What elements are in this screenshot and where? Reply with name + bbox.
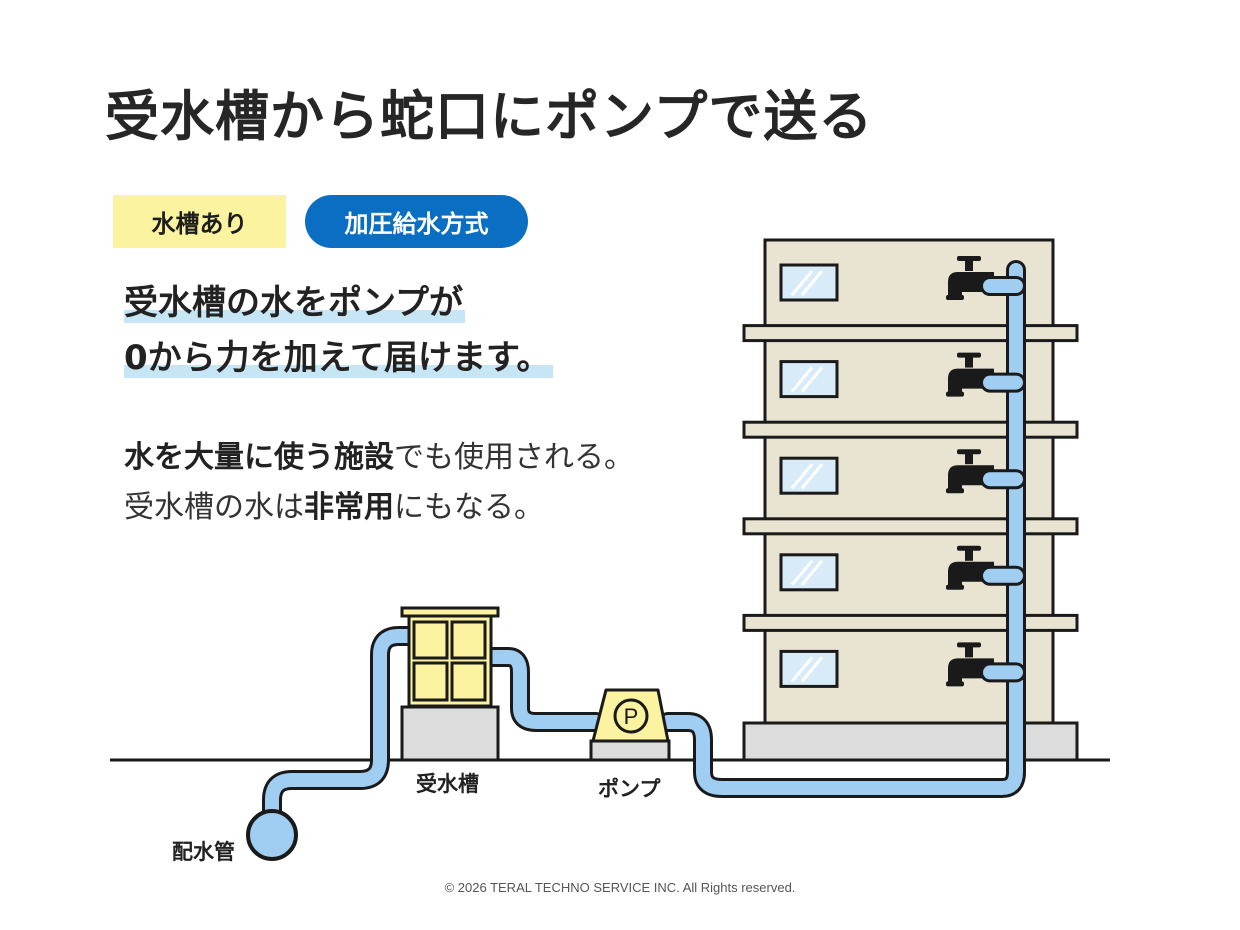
tag-with-tank: 水槽あり xyxy=(113,195,286,248)
water-main-label: 配水管 xyxy=(172,840,235,864)
body-line-1-bold: 水を大量に使う施設 xyxy=(124,440,394,475)
building-base xyxy=(742,721,1079,762)
tag-pressurized-supply: 加圧給水方式 xyxy=(305,195,528,248)
pipe-icon xyxy=(262,260,1026,840)
copyright: © 2026 TERAL TECHNO SERVICE INC. All Rig… xyxy=(444,880,796,895)
lead-line-1-text: 受水槽の水をポンプが xyxy=(124,283,465,323)
body-line-2-post: にもなる。 xyxy=(394,490,544,525)
pump-symbol: P xyxy=(624,704,639,729)
lead-line-1: 受水槽の水をポンプが xyxy=(124,281,465,325)
body-line-2: 受水槽の水は非常用にもなる。 xyxy=(124,488,544,528)
tank-icon xyxy=(400,606,500,762)
body-line-1-rest: でも使用される。 xyxy=(394,440,634,475)
window-icon xyxy=(779,263,839,302)
body-line-2-pre: 受水槽の水は xyxy=(124,490,304,525)
lead-line-2: 0から力を加えて届けます。 xyxy=(124,336,553,380)
floor-slab xyxy=(742,420,1079,439)
body-line-1: 水を大量に使う施設でも使用される。 xyxy=(124,438,634,478)
floor-slab xyxy=(742,517,1079,536)
window-icon xyxy=(779,456,839,495)
window-icon xyxy=(779,649,839,688)
building xyxy=(742,238,1079,762)
water-main-icon xyxy=(246,809,298,861)
floor-slab xyxy=(742,613,1079,632)
window-icon xyxy=(779,360,839,399)
floor-slab xyxy=(742,324,1079,343)
pump-icon: P xyxy=(589,688,671,762)
body-line-2-bold: 非常用 xyxy=(304,490,394,525)
page-title: 受水槽から蛇口にポンプで送る xyxy=(105,85,874,148)
receiving-tank-label: 受水槽 xyxy=(416,772,479,796)
window-icon xyxy=(779,553,839,592)
pump-label: ポンプ xyxy=(598,777,661,801)
lead-line-2-text: 0から力を加えて届けます。 xyxy=(124,338,553,378)
